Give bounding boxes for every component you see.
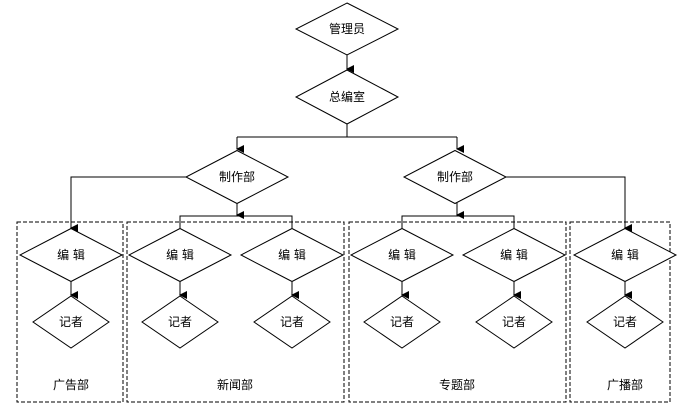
node-editor-shape xyxy=(349,227,455,283)
node-editor-shape xyxy=(127,227,233,283)
node-reporter: 记者 xyxy=(586,295,664,349)
connector-line xyxy=(401,215,515,228)
node-editor: 编 辑 xyxy=(18,227,124,283)
node-admin-shape xyxy=(294,2,400,56)
node-reporter: 记者 xyxy=(32,295,110,349)
department-box xyxy=(569,221,671,403)
node-reporter: 记者 xyxy=(475,295,553,349)
node-editor-label: 编 辑 xyxy=(278,247,306,262)
node-reporter-label: 记者 xyxy=(502,315,526,329)
node-chief-editor-office-shape xyxy=(294,69,400,125)
department-label: 广播部 xyxy=(607,377,643,392)
node-chief-editor-office: 总编室 xyxy=(294,69,400,125)
node-reporter-label: 记者 xyxy=(59,315,83,329)
node-reporter-shape xyxy=(586,295,664,349)
node-admin: 管理员 xyxy=(294,2,400,56)
node-editor: 编 辑 xyxy=(127,227,233,283)
node-editor-label: 编 辑 xyxy=(57,247,85,262)
node-production-right: 制作部 xyxy=(402,149,508,205)
node-production-right-label: 制作部 xyxy=(437,169,473,184)
department-label: 专题部 xyxy=(439,377,475,392)
node-production-right-shape xyxy=(402,149,508,205)
department-box xyxy=(126,221,345,403)
node-reporter: 记者 xyxy=(141,295,219,349)
node-editor-label: 编 辑 xyxy=(388,247,416,262)
node-reporter-label: 记者 xyxy=(613,315,637,329)
node-admin-label: 管理员 xyxy=(329,21,365,36)
node-production-left-label: 制作部 xyxy=(219,169,255,184)
node-editor-label: 编 辑 xyxy=(166,247,194,262)
node-reporter-label: 记者 xyxy=(280,315,304,329)
node-reporter-shape xyxy=(475,295,553,349)
node-production-left-shape xyxy=(184,149,290,205)
node-editor-shape xyxy=(461,227,567,283)
node-editor-shape xyxy=(572,227,678,283)
department-label: 广告部 xyxy=(53,377,89,392)
node-reporter: 记者 xyxy=(363,295,441,349)
node-editor: 编 辑 xyxy=(572,227,678,283)
node-reporter-label: 记者 xyxy=(390,315,414,329)
node-reporter: 记者 xyxy=(253,295,331,349)
node-reporter-shape xyxy=(141,295,219,349)
node-chief-editor-office-label: 总编室 xyxy=(329,89,365,104)
department-box xyxy=(348,221,567,403)
node-production-left: 制作部 xyxy=(184,149,290,205)
connector-line xyxy=(179,215,293,228)
department-box xyxy=(16,221,124,403)
node-reporter-shape xyxy=(363,295,441,349)
node-editor-shape xyxy=(18,227,124,283)
node-editor-label: 编 辑 xyxy=(611,247,639,262)
department-label: 新闻部 xyxy=(217,377,253,392)
node-editor: 编 辑 xyxy=(461,227,567,283)
node-reporter-label: 记者 xyxy=(168,315,192,329)
node-editor-label: 编 辑 xyxy=(500,247,528,262)
node-reporter-shape xyxy=(32,295,110,349)
connector-line xyxy=(70,176,186,232)
connector-line xyxy=(506,176,632,232)
node-editor-shape xyxy=(239,227,345,283)
node-editor: 编 辑 xyxy=(349,227,455,283)
node-editor: 编 辑 xyxy=(239,227,345,283)
node-reporter-shape xyxy=(253,295,331,349)
